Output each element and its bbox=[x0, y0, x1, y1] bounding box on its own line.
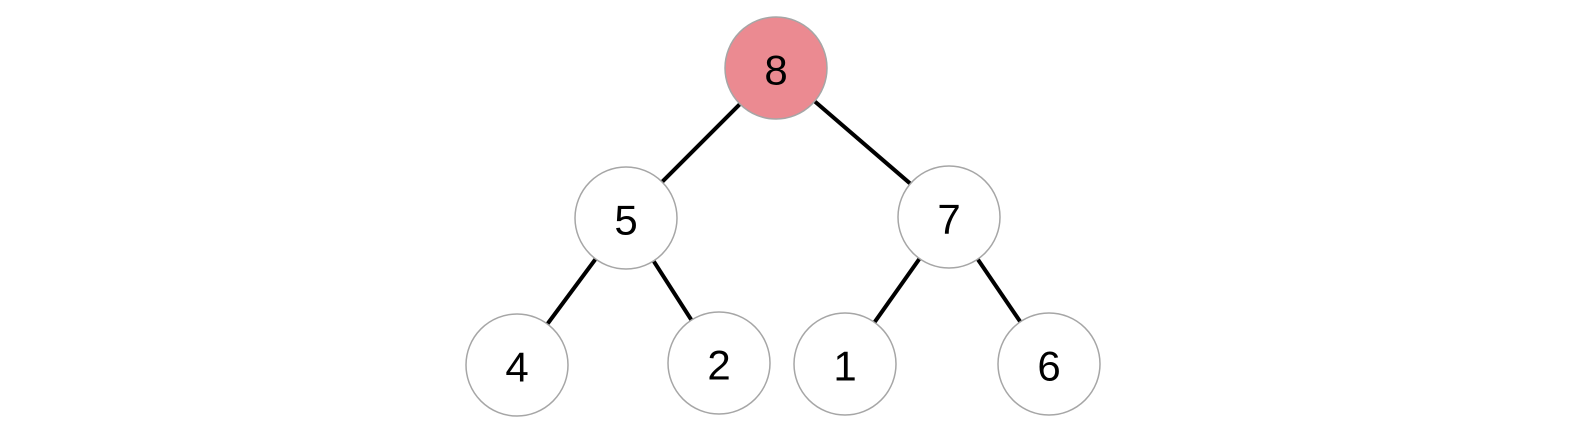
node-label: 2 bbox=[707, 342, 730, 389]
node-circle bbox=[465, 313, 569, 417]
tree-node-5: 5 bbox=[574, 166, 678, 270]
node-label: 4 bbox=[505, 344, 528, 391]
node-circle bbox=[574, 166, 678, 270]
node-circle bbox=[793, 312, 897, 416]
tree-node-4: 4 bbox=[465, 313, 569, 417]
node-circle bbox=[667, 311, 771, 415]
node-label: 8 bbox=[764, 47, 787, 94]
node-label: 1 bbox=[833, 343, 856, 390]
node-label: 7 bbox=[937, 196, 960, 243]
node-circle-highlighted bbox=[724, 16, 828, 120]
node-circle bbox=[997, 312, 1101, 416]
node-label: 6 bbox=[1037, 343, 1060, 390]
tree-node-1: 1 bbox=[793, 312, 897, 416]
tree-node-7: 7 bbox=[897, 165, 1001, 269]
tree-node-2: 2 bbox=[667, 311, 771, 415]
tree-node-6: 6 bbox=[997, 312, 1101, 416]
node-label: 5 bbox=[614, 197, 637, 244]
tree-node-8: 8 bbox=[724, 16, 828, 120]
node-circle bbox=[897, 165, 1001, 269]
